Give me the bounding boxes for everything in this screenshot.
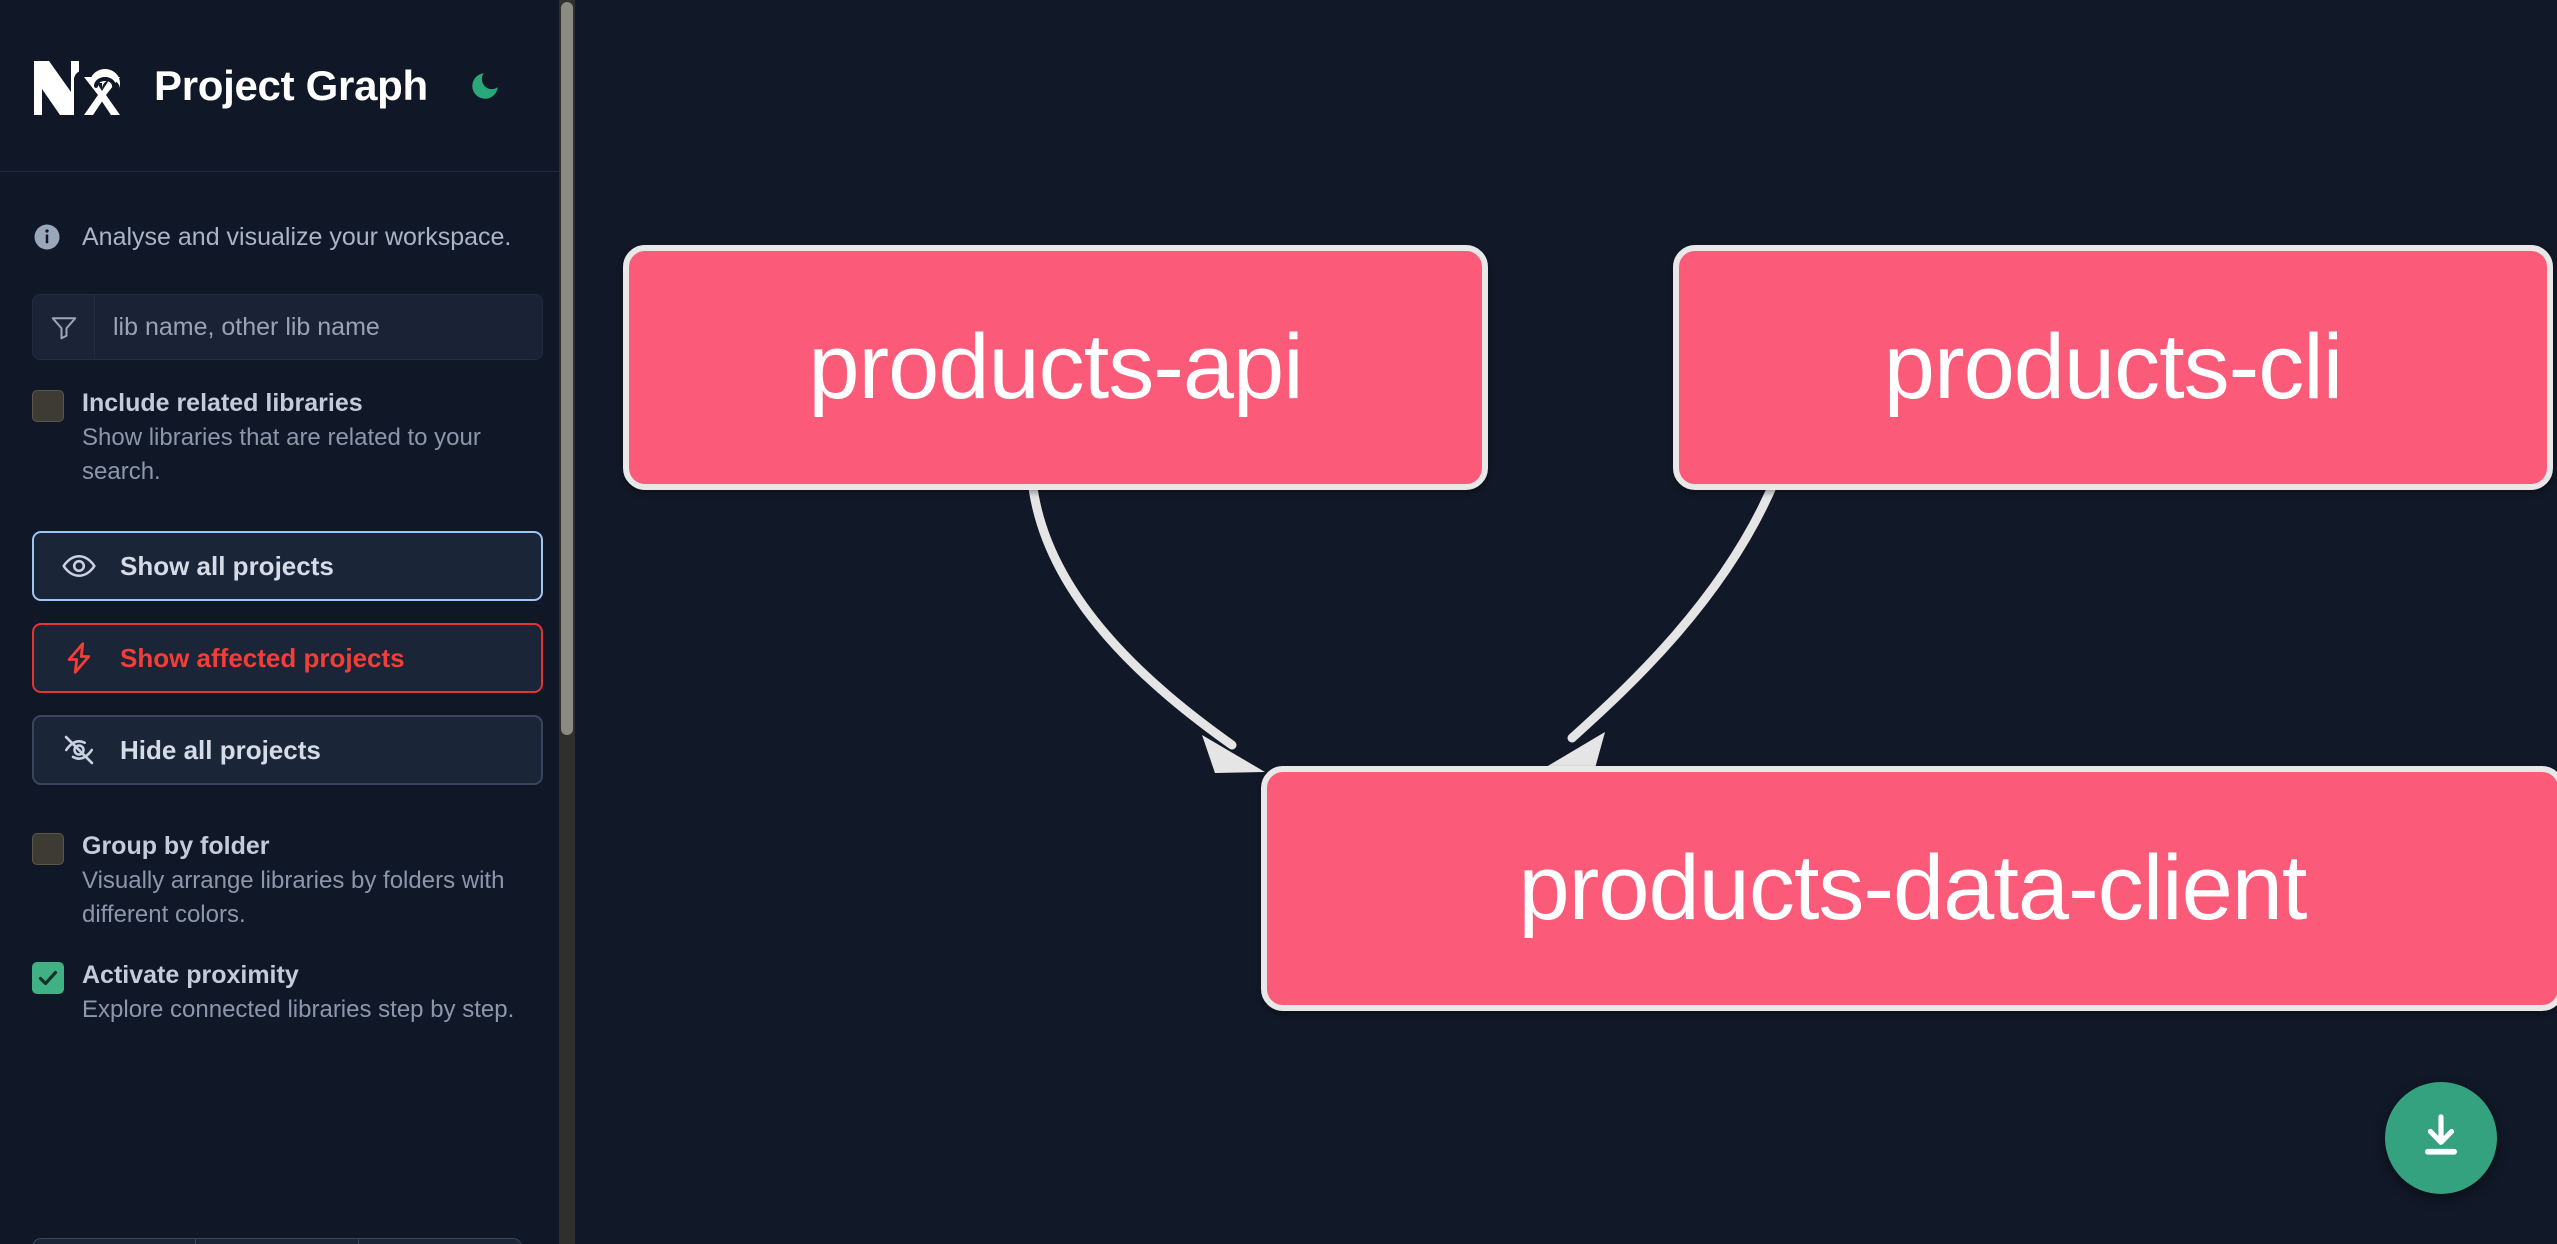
sidebar: Project Graph Analyse and visualize yo: [0, 0, 575, 1244]
graph-canvas[interactable]: products-api products-cli products-data-…: [575, 0, 2557, 1244]
checkbox-checked-icon[interactable]: [32, 962, 64, 995]
sidebar-scrollbar-thumb[interactable]: [561, 2, 573, 735]
hide-all-projects-label: Hide all projects: [120, 734, 321, 765]
nx-logo-icon: [32, 55, 128, 117]
filter-funnel-icon: [33, 295, 95, 359]
show-all-projects-button[interactable]: Show all projects: [32, 531, 543, 602]
graph-node-label: products-data-client: [1518, 837, 2308, 939]
option-label: Include related libraries: [82, 389, 363, 417]
option-label: Activate proximity: [82, 961, 299, 990]
sidebar-header: Project Graph: [0, 0, 575, 172]
search-field-wrapper[interactable]: [32, 294, 543, 360]
search-input[interactable]: [95, 295, 542, 359]
lightning-bolt-icon: [60, 639, 98, 677]
option-description: Visually arrange libraries by folders wi…: [82, 867, 505, 929]
graph-node-products-data-client[interactable]: products-data-client: [1261, 766, 2557, 1011]
eye-off-icon: [60, 731, 98, 769]
info-circle-icon: [32, 222, 62, 252]
graph-node-label: products-api: [808, 316, 1303, 418]
eye-icon: [60, 547, 98, 585]
option-label: Group by folder: [82, 832, 270, 861]
graph-node-label: products-cli: [1883, 316, 2343, 418]
edge-products-cli-to-products-data-client: [1541, 475, 1780, 772]
option-include-related-libraries[interactable]: Include related libraries Show libraries…: [0, 386, 575, 489]
sidebar-scrollbar[interactable]: [559, 0, 575, 1244]
segment-option[interactable]: [33, 1239, 196, 1244]
segmented-control[interactable]: [32, 1238, 522, 1244]
segment-option[interactable]: [196, 1239, 359, 1244]
edge-products-api-to-products-data-client: [1027, 475, 1265, 773]
graph-node-products-api[interactable]: products-api: [623, 245, 1488, 490]
show-affected-projects-button[interactable]: Show affected projects: [32, 623, 543, 694]
option-description: Show libraries that are related to your …: [82, 424, 481, 486]
project-action-buttons: Show all projects Show affected projects: [0, 531, 575, 786]
download-icon: [2414, 1109, 2468, 1168]
option-description: Explore connected libraries step by step…: [82, 996, 515, 1024]
checkbox-unchecked-icon[interactable]: [32, 390, 64, 422]
moon-icon[interactable]: [462, 63, 508, 109]
checkbox-unchecked-icon[interactable]: [32, 833, 64, 866]
option-group-by-folder[interactable]: Group by folder Visually arrange librari…: [0, 829, 575, 932]
segment-option[interactable]: [359, 1239, 521, 1244]
sidebar-scroll-region[interactable]: Project Graph Analyse and visualize yo: [0, 0, 575, 1244]
tagline-text: Analyse and visualize your workspace.: [82, 222, 512, 251]
hide-all-projects-button[interactable]: Hide all projects: [32, 715, 543, 786]
graph-node-products-cli[interactable]: products-cli: [1673, 245, 2553, 490]
option-texts: Group by folder Visually arrange librari…: [82, 829, 543, 932]
show-affected-projects-label: Show affected projects: [120, 642, 405, 673]
option-activate-proximity[interactable]: Activate proximity Explore connected lib…: [0, 958, 575, 1027]
page-title: Project Graph: [154, 61, 428, 109]
option-texts: Activate proximity Explore connected lib…: [82, 958, 514, 1027]
option-texts: Include related libraries Show libraries…: [82, 386, 543, 489]
show-all-projects-label: Show all projects: [120, 550, 334, 581]
sidebar-tagline: Analyse and visualize your workspace.: [0, 172, 575, 264]
download-image-button[interactable]: [2385, 1082, 2497, 1194]
graph-edges-layer: [1027, 475, 1780, 773]
